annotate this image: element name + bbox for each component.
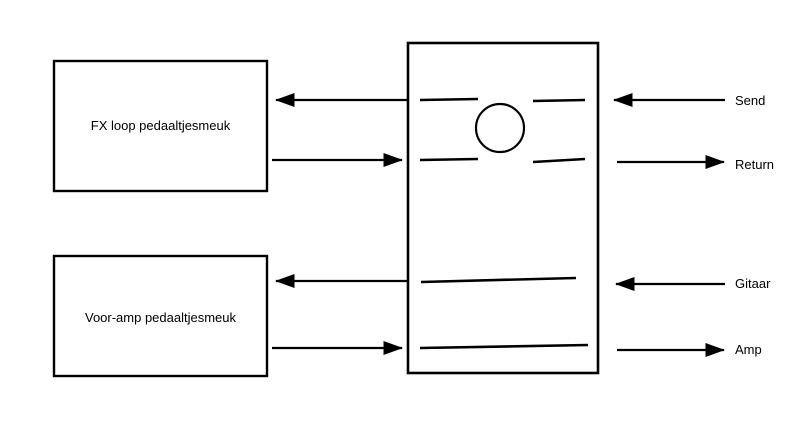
- jack-send-right-line: [532, 98, 586, 103]
- fx-loop-box: [52, 59, 269, 193]
- jack-send-left-line: [419, 97, 479, 102]
- jack-gitaar-line: [420, 276, 577, 284]
- return-label: Return: [735, 157, 775, 172]
- jack-return-right-line: [532, 157, 586, 164]
- switcher-box: [406, 41, 600, 375]
- gitaar-label: Gitaar: [735, 276, 771, 291]
- send-label: Send: [735, 93, 766, 108]
- voor-amp-box: [52, 254, 269, 378]
- switcher-knob-circle: [474, 102, 526, 154]
- jack-return-left-line: [419, 157, 479, 162]
- jack-amp-line: [419, 343, 589, 350]
- fx-loop-box-label: FX loop pedaaltjesmeuk: [90, 118, 231, 133]
- voor-amp-box-label: Voor-amp pedaaltjesmeuk: [84, 310, 237, 325]
- amp-label: Amp: [735, 342, 762, 357]
